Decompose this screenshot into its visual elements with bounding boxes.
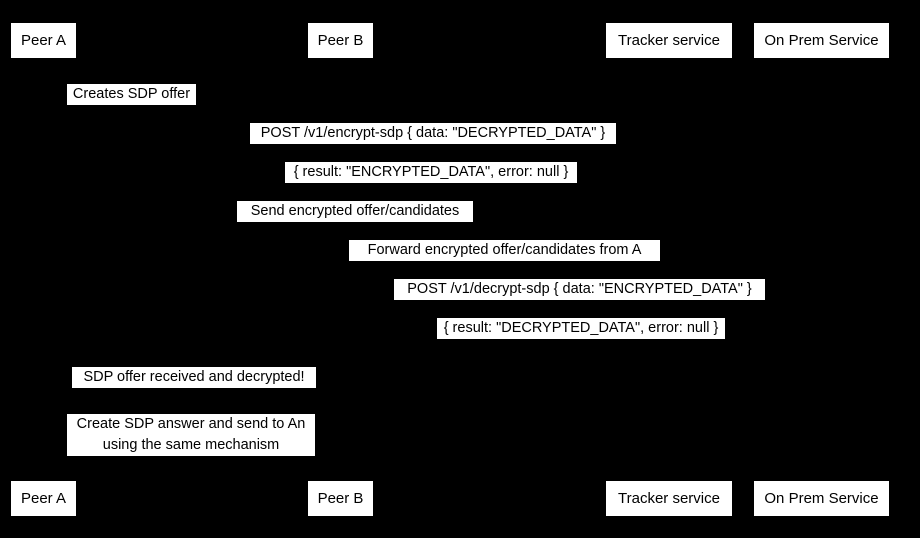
participant-label: Peer A xyxy=(20,32,67,49)
message-text: POST /v1/decrypt-sdp { data: "ENCRYPTED_… xyxy=(407,281,752,297)
arrow-decrypt-sdp-result xyxy=(340,339,821,340)
message-text: Send encrypted offer/candidates xyxy=(250,203,460,219)
participant-label: Peer B xyxy=(317,32,364,49)
participant-on-prem-service-footer[interactable]: On Prem Service xyxy=(753,480,890,517)
participant-label: Peer B xyxy=(317,490,364,507)
participant-tracker-service-header[interactable]: Tracker service xyxy=(605,22,733,59)
lifeline-peer-a xyxy=(43,58,44,480)
lifeline-tracker xyxy=(668,58,669,480)
note-line-1: Create SDP answer and send to An xyxy=(76,416,306,432)
participant-label: Peer A xyxy=(20,490,67,507)
participant-tracker-service-footer[interactable]: Tracker service xyxy=(605,480,733,517)
arrow-post-encrypt-sdp xyxy=(43,144,821,145)
message-encrypt-sdp-result[interactable]: { result: "ENCRYPTED_DATA", error: null … xyxy=(285,162,577,183)
message-post-decrypt-sdp[interactable]: POST /v1/decrypt-sdp { data: "ENCRYPTED_… xyxy=(394,279,765,300)
arrow-forward-encrypted-offer xyxy=(340,261,668,262)
message-forward-encrypted-offer[interactable]: Forward encrypted offer/candidates from … xyxy=(349,240,660,261)
message-sdp-offer-received[interactable]: SDP offer received and decrypted! xyxy=(72,367,316,388)
message-text: Creates SDP offer xyxy=(72,86,191,102)
message-text: POST /v1/encrypt-sdp { data: "DECRYPTED_… xyxy=(260,125,606,141)
participant-label: On Prem Service xyxy=(764,490,879,507)
participant-peer-a-header[interactable]: Peer A xyxy=(10,22,77,59)
participant-on-prem-service-header[interactable]: On Prem Service xyxy=(753,22,890,59)
participant-label: Tracker service xyxy=(618,490,720,507)
arrow-encrypt-sdp-result xyxy=(43,183,821,184)
note-line-2: using the same mechanism xyxy=(102,437,280,453)
participant-label: Tracker service xyxy=(618,32,720,49)
note-create-sdp-answer[interactable]: Create SDP answer and send to An using t… xyxy=(67,414,315,456)
message-decrypt-sdp-result[interactable]: { result: "DECRYPTED_DATA", error: null … xyxy=(437,318,725,339)
message-text: { result: "ENCRYPTED_DATA", error: null … xyxy=(293,164,569,180)
participant-peer-a-footer[interactable]: Peer A xyxy=(10,480,77,517)
arrow-send-encrypted-offer xyxy=(43,222,668,223)
participant-label: On Prem Service xyxy=(764,32,879,49)
message-send-encrypted-offer[interactable]: Send encrypted offer/candidates xyxy=(237,201,473,222)
participant-peer-b-header[interactable]: Peer B xyxy=(307,22,374,59)
message-text: SDP offer received and decrypted! xyxy=(83,369,305,385)
message-creates-sdp-offer[interactable]: Creates SDP offer xyxy=(67,84,196,105)
message-text: Forward encrypted offer/candidates from … xyxy=(367,242,642,258)
arrow-post-decrypt-sdp xyxy=(340,300,821,301)
message-text: { result: "DECRYPTED_DATA", error: null … xyxy=(443,320,719,336)
message-post-encrypt-sdp[interactable]: POST /v1/encrypt-sdp { data: "DECRYPTED_… xyxy=(250,123,616,144)
participant-peer-b-footer[interactable]: Peer B xyxy=(307,480,374,517)
lifeline-on-prem xyxy=(821,58,822,480)
lifeline-peer-b xyxy=(340,58,341,480)
